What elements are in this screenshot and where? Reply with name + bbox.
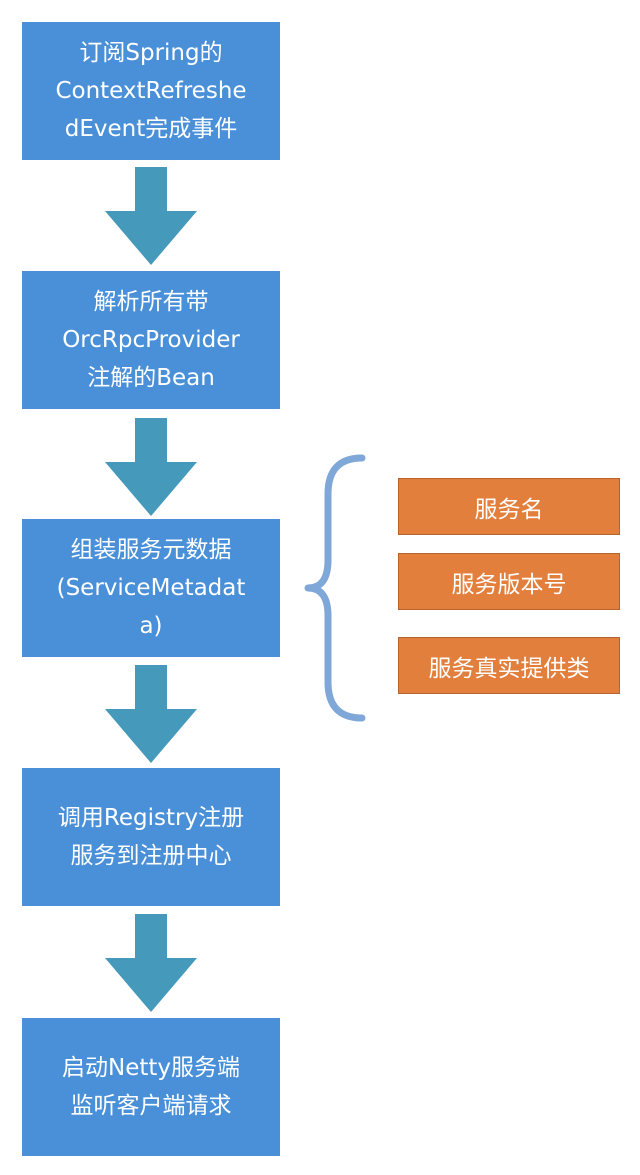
metadata-field-service-version: 服务版本号 [398,553,620,610]
step-line: 解析所有带 [93,289,209,315]
step-line: ContextRefreshe [55,78,247,104]
step-line: a) [139,613,163,639]
curly-brace-icon [304,454,366,722]
step-start-netty-server: 启动Netty服务端 监听客户端请求 [22,1018,280,1156]
down-arrow-icon [105,914,197,1012]
step-subscribe-context-refreshed: 订阅Spring的 ContextRefreshe dEvent完成事件 [22,22,280,160]
step-line: (ServiceMetadat [56,575,246,601]
step-line: dEvent完成事件 [64,116,238,142]
step-line: 订阅Spring的 [79,40,223,66]
down-arrow-icon [105,167,197,265]
step-line: 调用Registry注册 [57,805,245,831]
step-line: 服务到注册中心 [70,843,232,869]
metadata-field-service-name: 服务名 [398,478,620,535]
step-assemble-service-metadata: 组装服务元数据 (ServiceMetadat a) [22,519,280,657]
down-arrow-icon [105,665,197,763]
step-parse-provider-annotations: 解析所有带 OrcRpcProvider 注解的Bean [22,271,280,409]
step-line: 启动Netty服务端 [61,1055,240,1081]
step-line: 组装服务元数据 [70,537,232,563]
metadata-field-service-impl-class: 服务真实提供类 [398,637,620,694]
step-register-service: 调用Registry注册 服务到注册中心 [22,768,280,906]
step-line: 监听客户端请求 [70,1093,232,1119]
down-arrow-icon [105,418,197,516]
step-line: 注解的Bean [87,365,215,391]
step-line: OrcRpcProvider [62,327,240,353]
